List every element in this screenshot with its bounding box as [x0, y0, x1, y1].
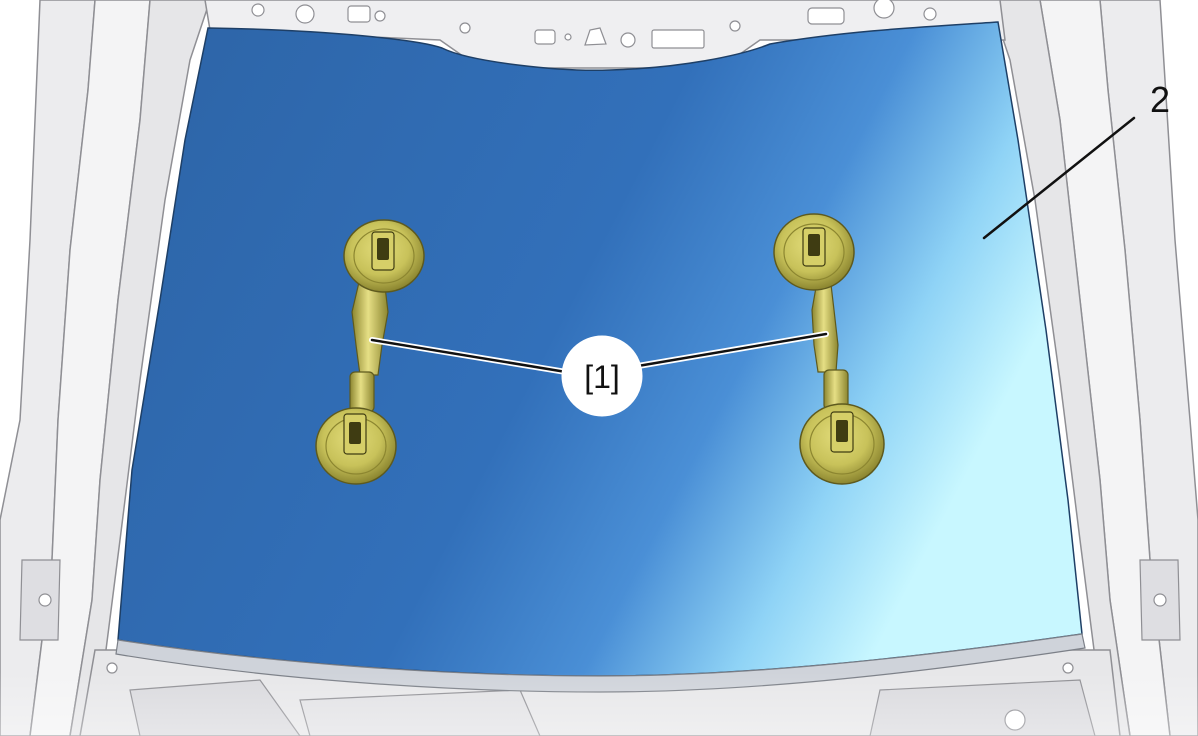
leader-line-part-2 — [982, 116, 1136, 240]
callout-tool-1: [1] — [561, 335, 643, 417]
suction-cup-lifter-left — [315, 219, 425, 485]
callout-part-2: 2 — [1150, 79, 1170, 120]
leader-line-tool-left — [370, 338, 568, 374]
suction-cup-lifter-right — [773, 213, 885, 485]
leader-line-tool-right — [636, 332, 828, 368]
callout-tool-1-label: [1] — [584, 359, 620, 395]
header-panel-details — [251, 0, 937, 49]
leader-lines — [369, 116, 1136, 375]
callout-part-2-label: 2 — [1150, 79, 1170, 120]
